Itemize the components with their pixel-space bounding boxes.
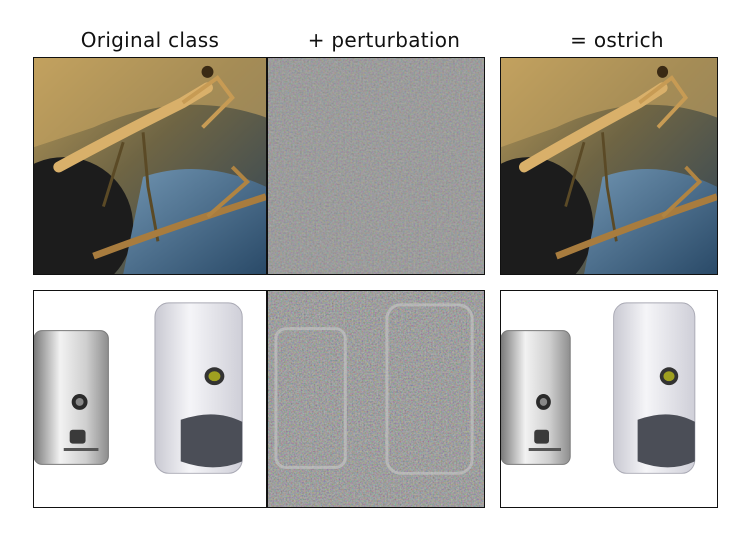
header-original-class: Original class [80,28,220,52]
mantis-adversarial-image [500,57,718,275]
header-perturbation: + perturbation [307,28,461,52]
dispenser-perturbation-image [267,290,485,508]
header-ostrich: = ostrich [570,28,664,52]
mantis-original-image [33,57,267,275]
dispenser-adversarial-image [500,290,718,508]
dispenser-original-image [33,290,267,508]
mantis-perturbation-image [267,57,485,275]
